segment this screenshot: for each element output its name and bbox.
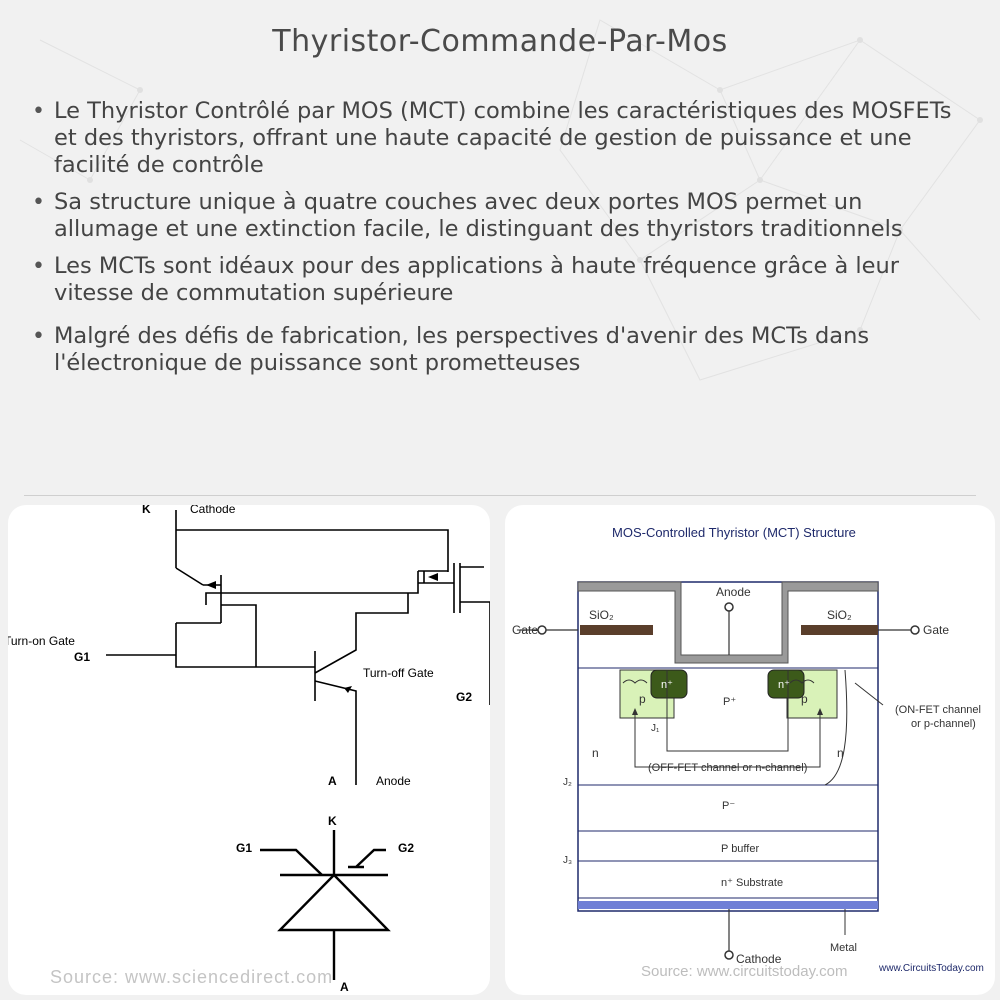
bullet-item: • Le Thyristor Contrôlé par MOS (MCT) com… — [30, 98, 960, 179]
bullet-list: • Le Thyristor Contrôlé par MOS (MCT) com… — [30, 98, 960, 387]
n-plus-left-label: n⁺ — [661, 679, 673, 691]
bullet-text: Malgré des défis de fabrication, les per… — [54, 323, 870, 376]
n-substrate-label: n⁺ Substrate — [721, 877, 783, 889]
mct-symbol — [260, 830, 391, 980]
g2-label: G2 — [456, 690, 472, 704]
j3-label: J₃ — [563, 855, 572, 866]
bullet-text: Les MCTs sont idéaux pour des applicatio… — [54, 253, 900, 306]
sio2-left-label: SiO₂ — [589, 608, 614, 622]
cathode-label: Cathode — [190, 505, 236, 516]
anode-label: Anode — [376, 774, 411, 788]
turn-off-gate-label: Turn-off Gate — [363, 666, 434, 680]
right-figure-panel: MOS-Controlled Thyristor (MCT) Structure — [505, 505, 995, 995]
left-source-label: Source: www.sciencedirect.com — [50, 967, 333, 987]
bullet-item: • Malgré des défis de fabrication, les pe… — [30, 323, 960, 377]
right-source-label: Source: www.circuitstoday.com — [641, 963, 847, 980]
mct-circuit-diagram: K Cathode Turn-on Gate G1 Turn-off Gate … — [8, 505, 490, 994]
p-right-label: p — [801, 692, 808, 706]
symbol-a-label: A — [340, 980, 349, 994]
symbol-g2-label: G2 — [398, 841, 414, 855]
left-figure-panel: K Cathode Turn-on Gate G1 Turn-off Gate … — [8, 505, 490, 995]
sio2-right-label: SiO₂ — [827, 608, 852, 622]
page-title: Thyristor-Commande-Par-Mos — [272, 24, 728, 59]
n-plus-right-label: n⁺ — [778, 679, 790, 691]
anode-terminal-label: Anode — [716, 585, 751, 599]
symbol-g1-label: G1 — [236, 841, 252, 855]
bullet-dot: • — [32, 99, 45, 124]
k-label: K — [142, 505, 151, 516]
p-left-label: p — [639, 692, 646, 706]
bullet-item: • Les MCTs sont idéaux pour des applicati… — [30, 253, 960, 307]
gate-right-label: Gate — [923, 623, 949, 637]
n-right-label: n — [837, 746, 844, 760]
j2-label: J₂ — [563, 777, 572, 788]
gate-left-label: Gate — [512, 623, 538, 637]
on-fet-label-line2: or p-channel) — [911, 718, 976, 730]
mct-structure-diagram: MOS-Controlled Thyristor (MCT) Structure — [512, 525, 984, 980]
metal-label: Metal — [830, 942, 857, 954]
background-decoration — [19, 19, 983, 381]
p-plus-label: P⁺ — [723, 696, 736, 708]
bullet-dot: • — [32, 324, 45, 349]
p-buffer-label: P buffer — [721, 843, 759, 855]
j1-label: J₁ — [651, 723, 660, 734]
bullet-dot: • — [32, 190, 45, 215]
bullet-text: Le Thyristor Contrôlé par MOS (MCT) comb… — [54, 98, 952, 178]
section-divider — [24, 495, 976, 496]
bullet-text: Sa structure unique à quatre couches ave… — [54, 189, 903, 242]
cathode-terminal-label: Cathode — [736, 952, 782, 966]
symbol-k-label: K — [328, 814, 337, 828]
structure-title: MOS-Controlled Thyristor (MCT) Structure — [612, 525, 856, 540]
p-minus-label: P⁻ — [722, 800, 735, 812]
g1-label: G1 — [74, 650, 90, 664]
n-left-label: n — [592, 746, 599, 760]
website-label: www.CircuitsToday.com — [878, 963, 984, 974]
on-fet-label-line1: (ON-FET channel — [895, 704, 981, 716]
turn-on-gate-label: Turn-on Gate — [8, 634, 75, 648]
bullet-dot: • — [32, 254, 45, 279]
a-label: A — [328, 774, 337, 788]
bullet-item: • Sa structure unique à quatre couches av… — [30, 189, 960, 243]
off-fet-label: (OFF-FET channel or n-channel) — [648, 762, 807, 774]
